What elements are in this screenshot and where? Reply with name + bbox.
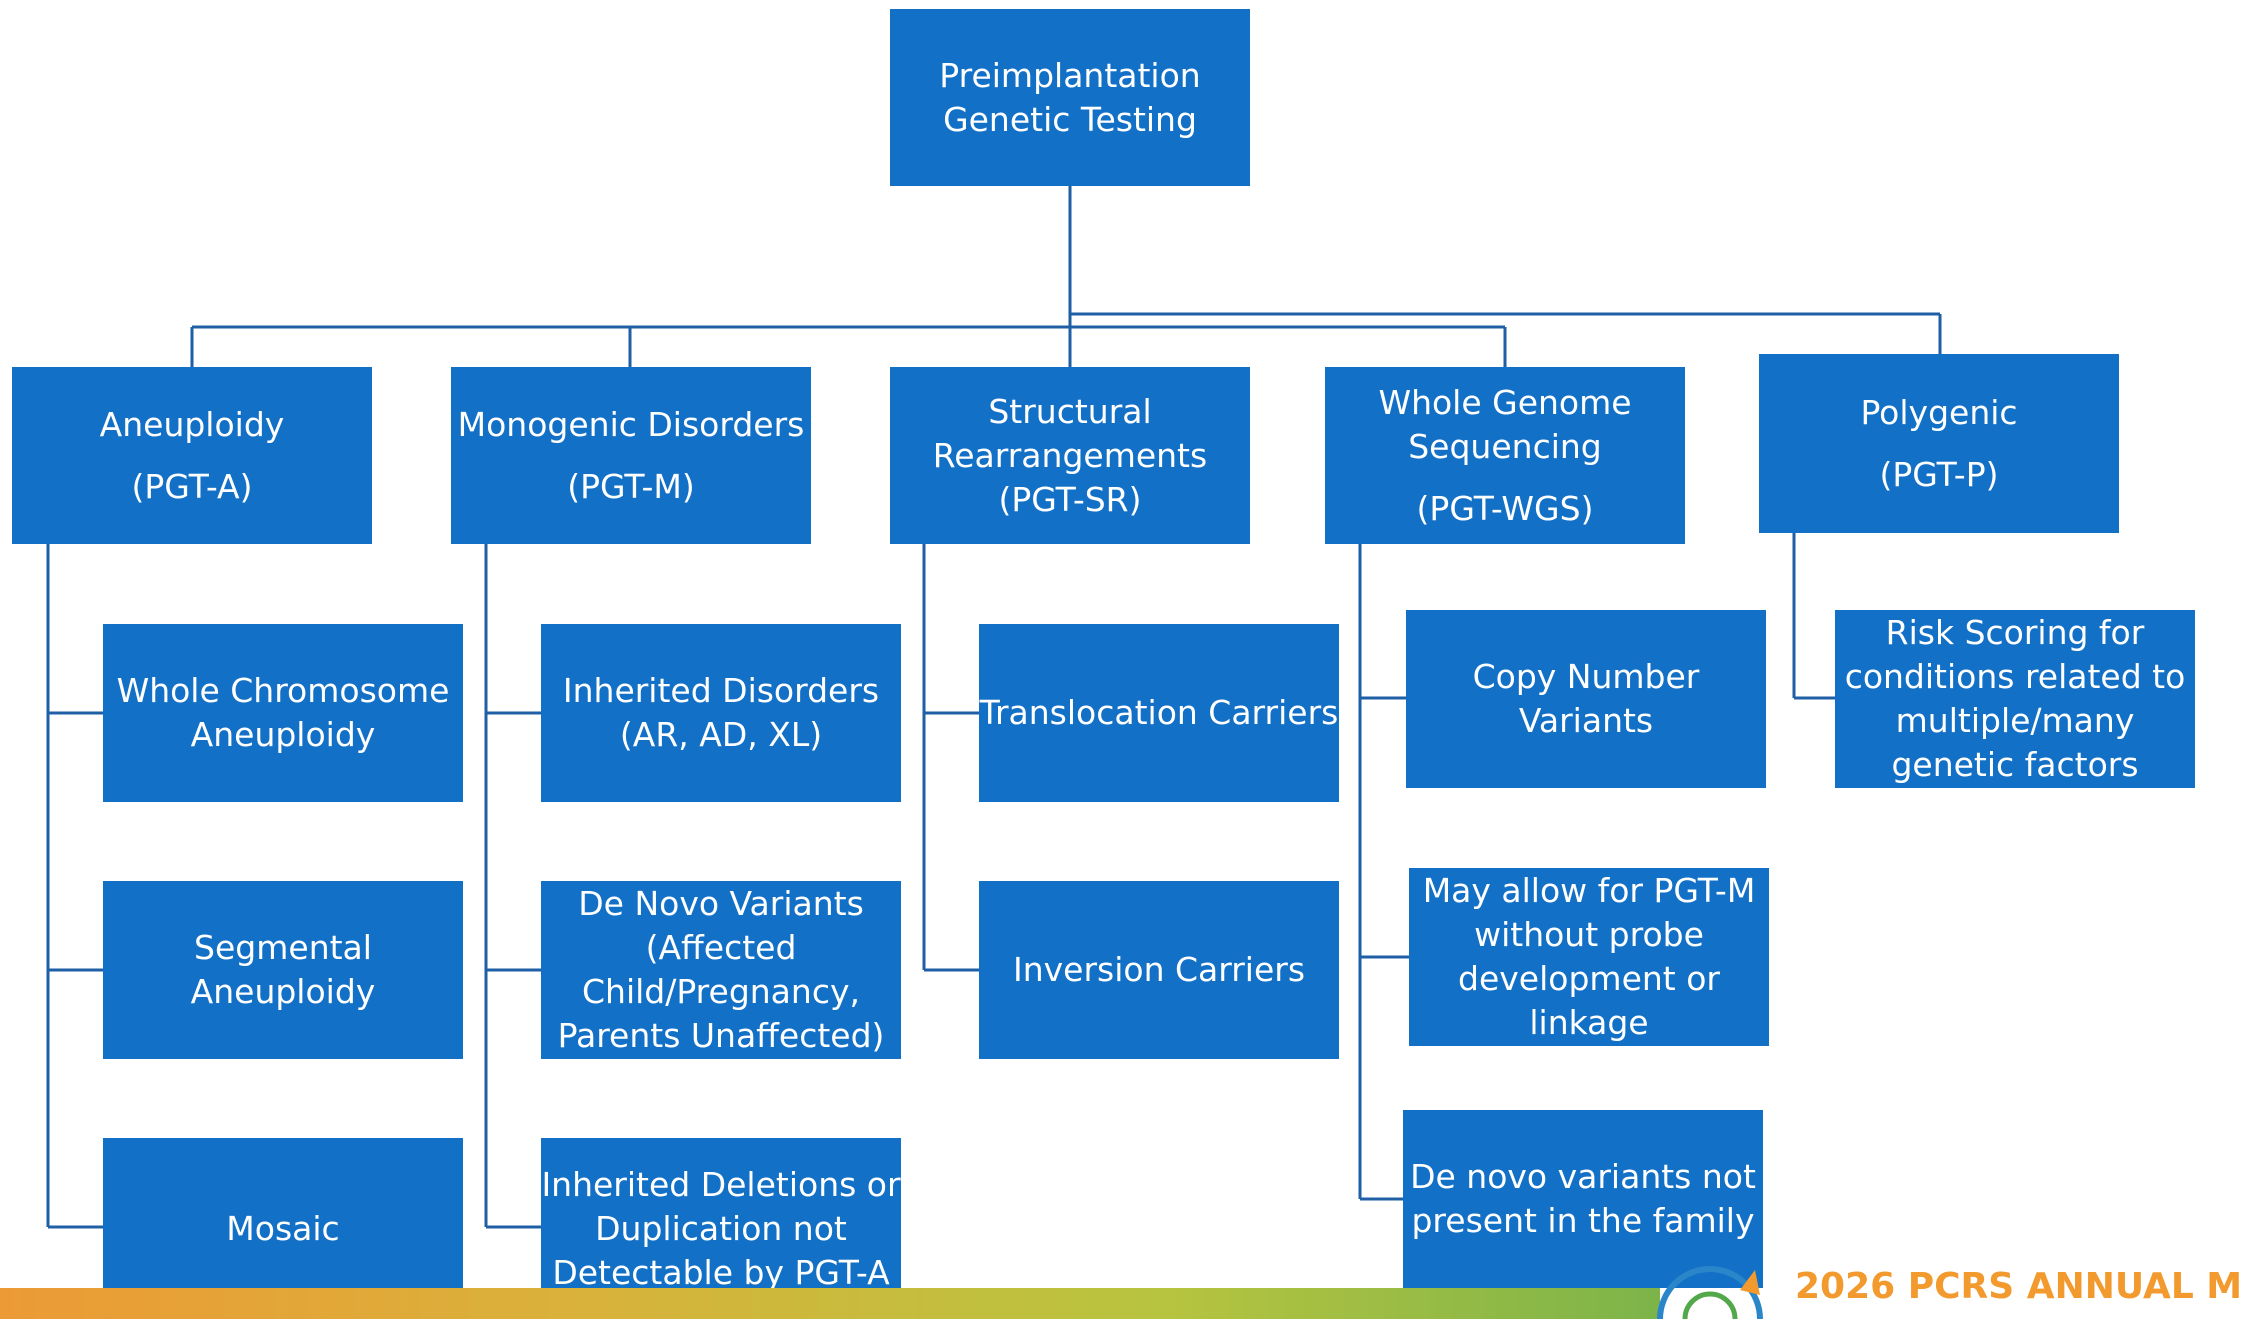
- node-text: Risk Scoring for: [1885, 613, 2145, 652]
- leaf-node-may-allow-pgt-m: May allow for PGT-M without probe develo…: [1409, 868, 1769, 1046]
- category-node-polygenic: Polygenic (PGT-P): [1759, 354, 2119, 533]
- node-text: Preimplantation: [939, 55, 1201, 95]
- leaf-node-inversion-carriers: Inversion Carriers: [979, 881, 1339, 1059]
- conference-logo-icon: [1657, 1266, 1763, 1319]
- leaf-node-whole-chromosome-aneuploidy: Whole Chromosome Aneuploidy: [103, 624, 463, 802]
- node-text: De novo variants not: [1410, 1157, 1756, 1196]
- node-text: De Novo Variants: [578, 884, 864, 923]
- node-text: Parents Unaffected): [557, 1016, 885, 1055]
- node-text: Segmental: [194, 928, 372, 967]
- node-text: linkage: [1529, 1003, 1649, 1042]
- node-text: Copy Number: [1472, 657, 1700, 696]
- node-text: Polygenic: [1860, 392, 2018, 432]
- footer-gradient-bar: [0, 1288, 1660, 1319]
- node-text: Aneuploidy: [99, 404, 285, 444]
- node-text: development or: [1458, 959, 1720, 998]
- leaf-node-translocation-carriers: Translocation Carriers: [979, 624, 1339, 802]
- leaf-node-de-novo-variants: De Novo Variants (Affected Child/Pregnan…: [541, 881, 901, 1059]
- node-text: Translocation Carriers: [979, 693, 1339, 732]
- node-text: Genetic Testing: [943, 99, 1197, 139]
- node-text: without probe: [1474, 915, 1704, 954]
- node-text: (PGT-SR): [998, 479, 1142, 519]
- leaf-node-segmental-aneuploidy: Segmental Aneuploidy: [103, 881, 463, 1059]
- category-node-whole-genome: Whole Genome Sequencing (PGT-WGS): [1325, 367, 1685, 544]
- node-text: Variants: [1518, 701, 1654, 740]
- node-text: (Affected: [645, 928, 797, 967]
- leaf-node-risk-scoring: Risk Scoring for conditions related to m…: [1835, 610, 2195, 788]
- node-text: Whole Genome: [1378, 382, 1632, 422]
- node-text: Whole Chromosome: [116, 671, 450, 710]
- leaf-node-de-novo-not-in-family: De novo variants not present in the fami…: [1403, 1110, 1763, 1288]
- node-text: present in the family: [1411, 1201, 1755, 1240]
- node-text: Duplication not: [595, 1208, 847, 1248]
- node-text: Child/Pregnancy,: [582, 972, 860, 1011]
- node-text: (PGT-M): [567, 466, 695, 506]
- node-text: Sequencing: [1408, 426, 1602, 466]
- node-text: May allow for PGT-M: [1422, 871, 1756, 910]
- category-node-structural: Structural Rearrangements (PGT-SR): [890, 367, 1250, 544]
- node-text: Mosaic: [226, 1208, 340, 1248]
- node-text: Detectable by PGT-A: [552, 1252, 890, 1292]
- category-node-monogenic: Monogenic Disorders (PGT-M): [451, 367, 811, 544]
- node-text: Inherited Disorders: [562, 671, 880, 710]
- node-text: (PGT-P): [1879, 454, 1999, 494]
- node-text: genetic factors: [1891, 745, 2139, 784]
- node-text: Aneuploidy: [190, 715, 376, 754]
- node-text: (PGT-WGS): [1416, 488, 1594, 528]
- leaf-node-inherited-disorders: Inherited Disorders (AR, AD, XL): [541, 624, 901, 802]
- node-text: (AR, AD, XL): [619, 715, 823, 754]
- conference-banner-text: 2026 PCRS ANNUAL M: [1795, 1266, 2242, 1307]
- node-text: Structural: [988, 391, 1152, 431]
- node-text: Inherited Deletions or: [541, 1164, 901, 1204]
- root-node-preimplantation-genetic-testing: Preimplantation Genetic Testing: [890, 9, 1250, 186]
- node-text: Monogenic Disorders: [457, 404, 805, 444]
- node-text: Aneuploidy: [190, 972, 376, 1011]
- node-text: Rearrangements: [932, 435, 1208, 475]
- node-text: conditions related to: [1844, 657, 2186, 696]
- leaf-node-copy-number-variants: Copy Number Variants: [1406, 610, 1766, 788]
- node-text: multiple/many: [1895, 701, 2135, 740]
- category-node-aneuploidy: Aneuploidy (PGT-A): [12, 367, 372, 544]
- node-text: (PGT-A): [131, 466, 253, 506]
- node-text: Inversion Carriers: [1012, 950, 1306, 989]
